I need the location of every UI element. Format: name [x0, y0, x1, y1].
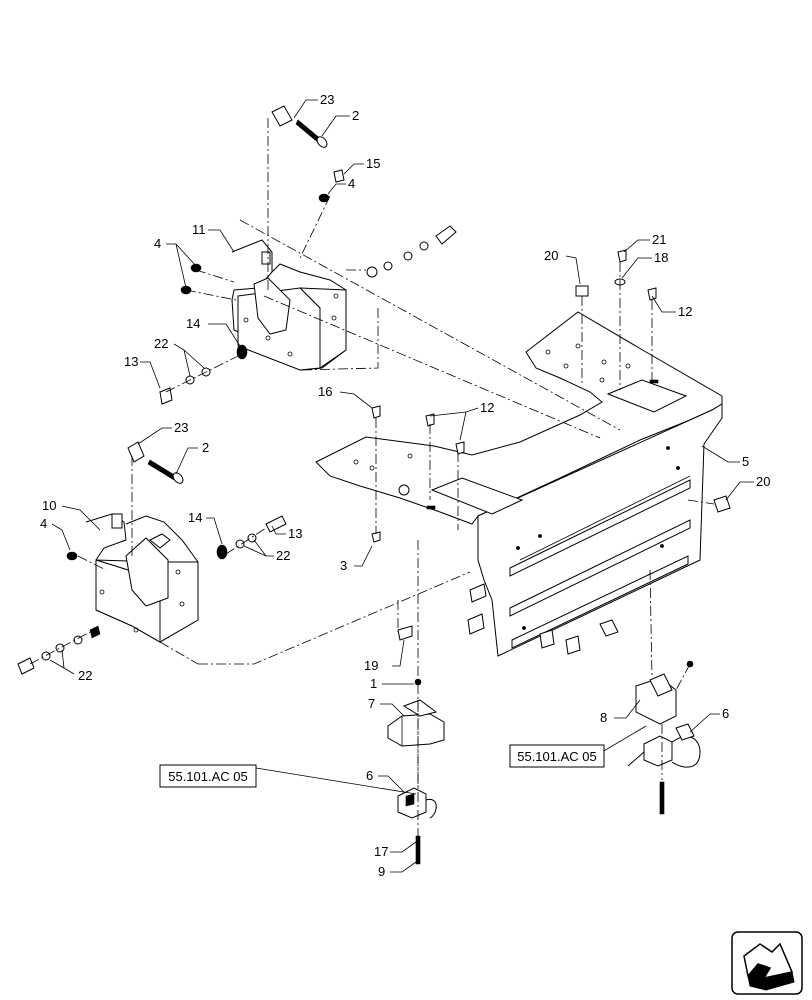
- switch-right: [627, 723, 701, 768]
- callout-4-upper: 4: [348, 176, 355, 191]
- callout-11: 11: [192, 222, 206, 237]
- switch-left: [397, 787, 437, 819]
- callout-1: 1: [370, 676, 377, 691]
- reference-label-right[interactable]: 55.101.AC 05: [517, 749, 597, 764]
- callout-22-lower-left: 22: [78, 668, 92, 683]
- callout-13-lower: 13: [288, 526, 302, 541]
- callout-numbers: 23 2 15 4 11 4 14 22 13 23 2 10 4 14 13 …: [40, 92, 770, 879]
- reference-box-left[interactable]: 55.101.AC 05: [159, 764, 257, 788]
- callout-22-lower-right: 22: [276, 548, 290, 563]
- callout-23-upper: 23: [320, 92, 334, 107]
- callout-4-left: 4: [154, 236, 161, 251]
- callout-6-right: 6: [722, 706, 729, 721]
- reference-box-right[interactable]: 55.101.AC 05: [509, 744, 605, 768]
- callout-10: 10: [42, 498, 56, 513]
- fasteners: [17, 105, 694, 865]
- callout-4-lower: 4: [40, 516, 47, 531]
- callout-20-upper: 20: [544, 248, 558, 263]
- lower-bracket: [85, 513, 199, 643]
- callout-13-upper: 13: [124, 354, 138, 369]
- callout-7: 7: [368, 696, 375, 711]
- callout-2-lower: 2: [202, 440, 209, 455]
- callout-21: 21: [652, 232, 666, 247]
- callout-6-left: 6: [366, 768, 373, 783]
- assembly-lines: [29, 118, 715, 836]
- switch-bracket-7: [387, 699, 445, 747]
- callout-17: 17: [374, 844, 388, 859]
- main-frame-plate: [315, 311, 723, 657]
- callout-19: 19: [364, 658, 378, 673]
- callout-16: 16: [318, 384, 332, 399]
- callout-14-upper: 14: [186, 316, 200, 331]
- callout-18: 18: [654, 250, 668, 265]
- callout-8: 8: [600, 710, 607, 725]
- reference-label-left[interactable]: 55.101.AC 05: [168, 769, 248, 784]
- callout-12-center: 12: [480, 400, 494, 415]
- callout-5: 5: [742, 454, 749, 469]
- callout-3: 3: [340, 558, 347, 573]
- callout-14-lower: 14: [188, 510, 202, 525]
- switch-bracket-8: [635, 673, 677, 725]
- callout-2-upper: 2: [352, 108, 359, 123]
- callout-23-lower: 23: [174, 420, 188, 435]
- next-page-arrow-icon[interactable]: [731, 931, 803, 995]
- leader-lines: [49, 99, 754, 873]
- callout-22-upper: 22: [154, 336, 168, 351]
- callout-9: 9: [378, 864, 385, 879]
- callout-15: 15: [366, 156, 380, 171]
- callout-12-right: 12: [678, 304, 692, 319]
- callout-20-lower: 20: [756, 474, 770, 489]
- upper-bracket: [231, 239, 347, 371]
